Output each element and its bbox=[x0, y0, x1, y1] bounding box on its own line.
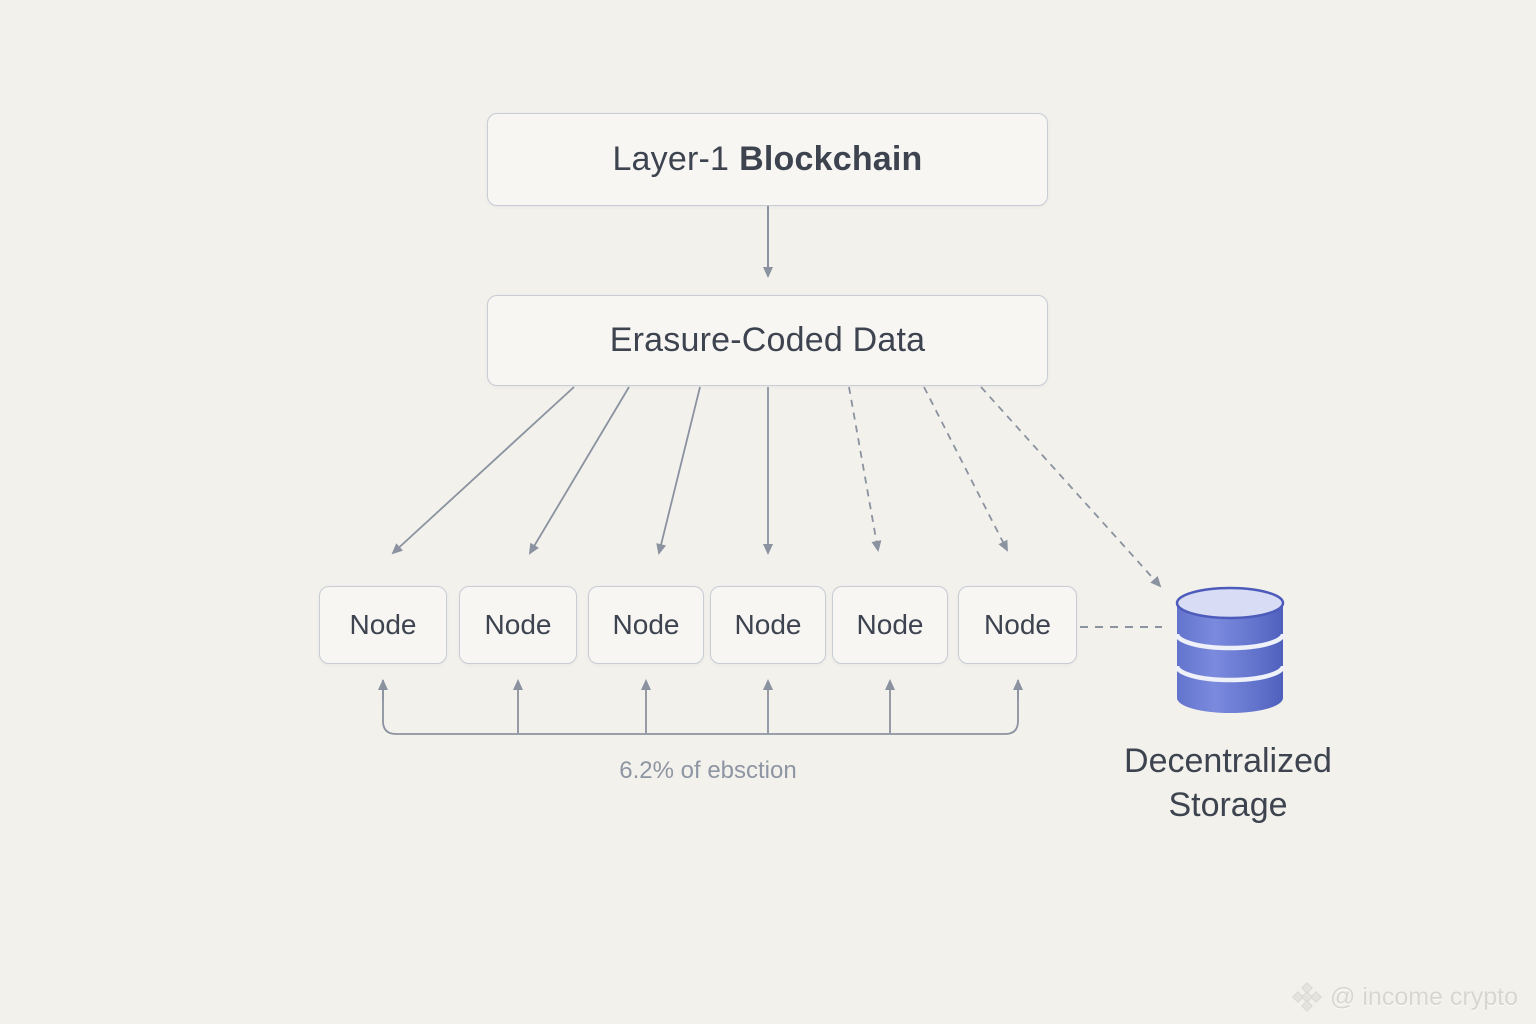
node-box-2: Node bbox=[459, 586, 577, 664]
return-bracket bbox=[382, 680, 1019, 735]
storage-label-line1: Decentralized bbox=[1124, 742, 1332, 780]
node-label: Node bbox=[856, 609, 924, 640]
node-label: Node bbox=[484, 609, 552, 640]
storage-label: Decentralized Storage bbox=[1098, 740, 1358, 827]
node-label: Node bbox=[984, 609, 1051, 640]
storage-label-line2: Storage bbox=[1168, 785, 1288, 824]
erasure-label: Erasure-Coded Data bbox=[609, 321, 926, 359]
node-box-1: Node bbox=[319, 586, 447, 664]
arrow-erasure-to-node-3 bbox=[656, 386, 701, 555]
node-label: Node bbox=[612, 609, 680, 640]
arrow-erasure-to-node-2 bbox=[528, 386, 630, 555]
erasure-coded-data-box: Erasure-Coded Data bbox=[487, 295, 1048, 386]
binance-diamond-icon bbox=[1292, 982, 1322, 1012]
blockchain-label: Blockchain bbox=[739, 140, 923, 178]
bracket-annotation: 6.2% of ebsction bbox=[619, 757, 797, 784]
node-box-5: Node bbox=[832, 586, 948, 664]
node-label: Node bbox=[734, 609, 802, 640]
node-box-6: Node bbox=[958, 586, 1077, 664]
arrow-erasure-to-node-5 bbox=[848, 386, 882, 552]
watermark: @ income crypto bbox=[1292, 982, 1518, 1012]
layer1-blockchain-box: Layer-1 Blockchain bbox=[487, 113, 1048, 206]
arrow-erasure-to-node-6 bbox=[923, 386, 1008, 552]
watermark-handle: @ income crypto bbox=[1330, 982, 1518, 1011]
node-label: Node bbox=[349, 609, 417, 640]
database-cylinder-icon bbox=[1175, 586, 1285, 713]
node-box-3: Node bbox=[588, 586, 704, 664]
arrow-erasure-to-node-1 bbox=[391, 386, 575, 555]
layer1-label: Layer-1 bbox=[612, 140, 730, 178]
node-box-4: Node bbox=[710, 586, 826, 664]
arrow-erasure-to-storage bbox=[980, 386, 1162, 588]
